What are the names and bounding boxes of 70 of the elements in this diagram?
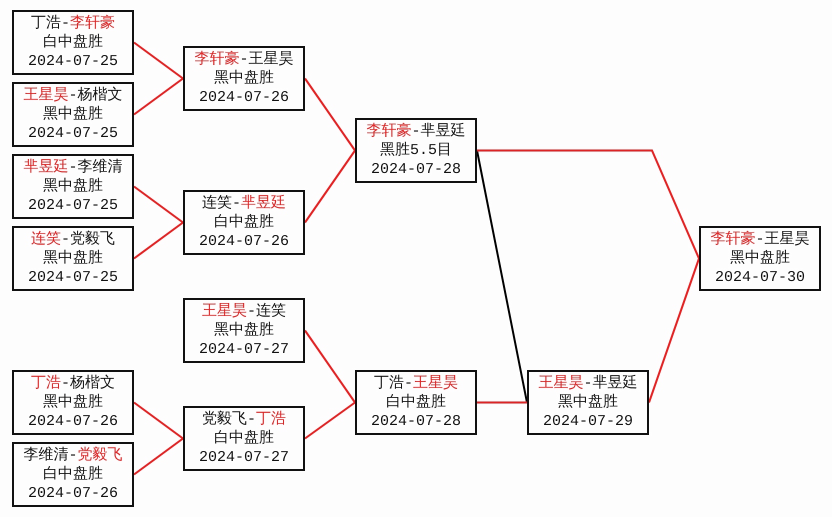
match-result: 黑中盘胜 [43, 393, 103, 412]
match-box [183, 298, 305, 363]
connector-line [304, 78, 356, 152]
match-box [183, 406, 305, 471]
match-players: 丁浩-王星昊 [374, 374, 458, 393]
match-box [12, 226, 134, 291]
match-players: 李轩豪-王星昊 [710, 230, 810, 249]
match-players: 李轩豪-王星昊 [194, 50, 294, 69]
match-date: 2024-07-28 [370, 412, 461, 431]
connector-line [133, 402, 184, 440]
connector-line [133, 438, 184, 476]
match-players: 丁浩-杨楷文 [30, 374, 115, 393]
match-players: 王星昊-连笑 [202, 302, 286, 321]
match-date: 2024-07-25 [28, 196, 118, 215]
match-result: 白中盘胜 [386, 393, 446, 412]
match-result: 黑胜5.5目 [380, 141, 452, 160]
connector-line [133, 78, 184, 116]
match-box [183, 46, 305, 111]
match-box [12, 442, 134, 507]
match-box [699, 226, 821, 291]
match-date: 2024-07-26 [28, 484, 118, 503]
match-box [527, 370, 649, 435]
match-date: 2024-07-25 [28, 52, 118, 71]
match-players: 连笑-芈昱廷 [202, 194, 286, 213]
match-result: 黑中盘胜 [214, 321, 274, 340]
match-date: 2024-07-28 [370, 160, 461, 179]
connector-line [133, 42, 184, 80]
connector-line [133, 222, 184, 260]
match-result: 黑中盘胜 [558, 393, 618, 412]
match-players: 丁浩-李轩豪 [30, 14, 115, 33]
connector-line [304, 402, 356, 440]
match-date: 2024-07-25 [28, 268, 118, 287]
connector-line [133, 186, 184, 224]
match-box [12, 370, 134, 435]
match-players: 李轩豪-芈昱廷 [366, 122, 466, 141]
match-date: 2024-07-30 [714, 268, 805, 287]
match-players: 李维清-党毅飞 [23, 446, 122, 465]
match-result: 黑中盘胜 [214, 69, 274, 88]
match-box [355, 118, 477, 183]
match-date: 2024-07-26 [198, 88, 289, 107]
match-date: 2024-07-25 [28, 124, 118, 143]
match-result: 黑中盘胜 [43, 249, 103, 268]
match-players: 王星昊-芈昱廷 [538, 374, 638, 393]
match-box [355, 370, 477, 435]
match-result: 黑中盘胜 [43, 177, 103, 196]
match-result: 黑中盘胜 [43, 105, 103, 124]
match-result: 白中盘胜 [214, 213, 274, 232]
match-box [183, 190, 305, 255]
connector-line [476, 150, 528, 403]
match-date: 2024-07-26 [198, 232, 289, 251]
match-box [12, 10, 134, 75]
connector-line [304, 150, 356, 224]
match-date: 2024-07-29 [542, 412, 633, 431]
connector-line [477, 150, 700, 259]
match-players: 连笑-党毅飞 [30, 230, 115, 249]
connector-line [304, 330, 356, 404]
match-result: 白中盘胜 [43, 33, 103, 52]
match-box [12, 154, 134, 219]
match-players: 王星昊-杨楷文 [23, 86, 122, 105]
match-date: 2024-07-27 [198, 340, 289, 359]
match-result: 白中盘胜 [214, 429, 274, 448]
connector-line [477, 402, 527, 404]
match-date: 2024-07-27 [198, 448, 289, 467]
match-players: 党毅飞-丁浩 [202, 410, 286, 429]
connector-line [648, 258, 700, 403]
match-date: 2024-07-26 [28, 412, 118, 431]
match-result: 黑中盘胜 [730, 249, 790, 268]
match-box [12, 82, 134, 147]
match-result: 白中盘胜 [43, 465, 103, 484]
match-players: 芈昱廷-李维清 [23, 158, 122, 177]
